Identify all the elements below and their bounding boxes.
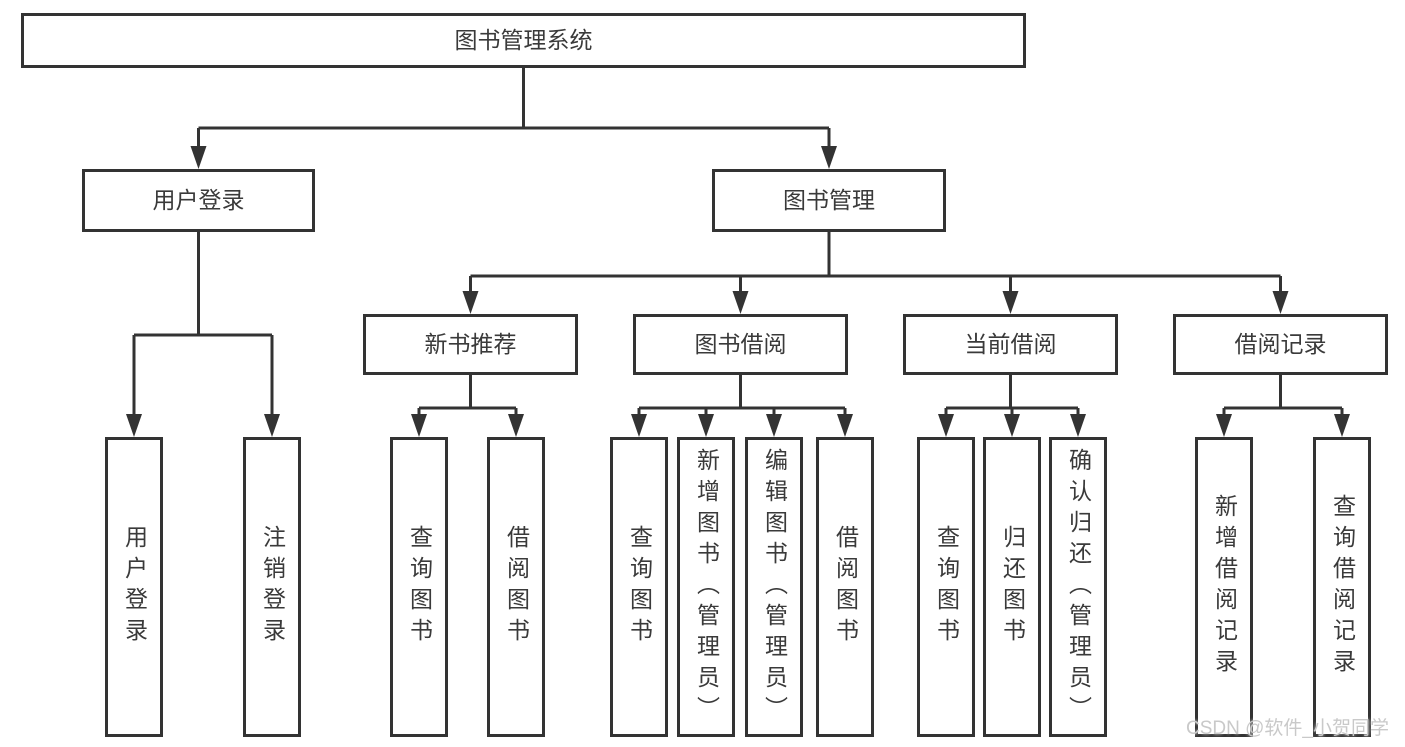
arrow-down-icon: [190, 146, 207, 169]
node-label: 图书借阅: [694, 331, 787, 357]
csdn-watermark: CSDN @软件_小贺同学: [1186, 718, 1389, 739]
node-label: 新增借阅记录: [1211, 494, 1238, 680]
arrow-down-icon: [1272, 291, 1289, 314]
connector-root-to-branches: [190, 68, 837, 169]
node-label: 用户登录: [121, 525, 148, 649]
connector-book-management-to-groups: [462, 232, 1289, 314]
leaf-query-books-borrowing: 查询图书: [610, 437, 668, 737]
node-label: 注销登录: [259, 525, 286, 649]
leaf-return-books: 归还图书: [983, 437, 1041, 737]
node-label: 图书管理: [783, 187, 875, 213]
arrow-down-icon: [698, 414, 714, 437]
leaf-logout: 注销登录: [243, 437, 301, 737]
arrow-down-icon: [411, 414, 427, 437]
node-book-borrowing: 图书借阅: [633, 314, 848, 375]
node-label: 查询图书: [933, 525, 960, 649]
node-label: 查询图书: [626, 525, 653, 649]
arrow-down-icon: [1216, 414, 1232, 437]
node-label: 用户登录: [152, 187, 245, 213]
connector-new-book-recommend-to-leaves: [411, 375, 524, 437]
arrow-down-icon: [264, 414, 280, 437]
node-label: 借阅图书: [503, 525, 530, 649]
arrow-down-icon: [938, 414, 954, 437]
arrow-down-icon: [1334, 414, 1350, 437]
node-label: 新增图书（管理员）: [693, 447, 720, 727]
node-label: 查询借阅记录: [1329, 494, 1356, 680]
node-label: 当前借阅: [964, 331, 1057, 357]
node-library-management-system: 图书管理系统: [21, 13, 1026, 68]
arrow-down-icon: [508, 414, 524, 437]
node-label: 归还图书: [999, 525, 1026, 649]
arrow-down-icon: [462, 291, 479, 314]
connector-user-login-to-leaves: [126, 232, 280, 437]
connector-book-borrowing-to-leaves: [631, 375, 853, 437]
arrow-down-icon: [1004, 414, 1020, 437]
leaf-user-login: 用户登录: [105, 437, 163, 737]
node-label: 编辑图书（管理员）: [761, 447, 788, 727]
leaf-query-books-current: 查询图书: [917, 437, 975, 737]
connector-borrowing-records-to-leaves: [1216, 375, 1350, 437]
arrow-down-icon: [1002, 291, 1019, 314]
node-label: 借阅图书: [832, 525, 859, 649]
leaf-edit-books-admin: 编辑图书（管理员）: [745, 437, 803, 737]
leaf-borrow-books: 借阅图书: [816, 437, 874, 737]
node-book-management: 图书管理: [712, 169, 946, 232]
node-label: 确认归还（管理员）: [1065, 447, 1092, 727]
node-user-login: 用户登录: [82, 169, 315, 232]
node-current-borrowing: 当前借阅: [903, 314, 1118, 375]
arrow-down-icon: [837, 414, 853, 437]
node-borrowing-records: 借阅记录: [1173, 314, 1388, 375]
leaf-query-borrow-record: 查询借阅记录: [1313, 437, 1371, 737]
node-new-book-recommend: 新书推荐: [363, 314, 578, 375]
connector-current-borrowing-to-leaves: [938, 375, 1086, 437]
leaf-add-books-admin: 新增图书（管理员）: [677, 437, 735, 737]
node-label: 新书推荐: [424, 331, 517, 357]
arrow-down-icon: [631, 414, 647, 437]
leaf-borrow-books-recommend: 借阅图书: [487, 437, 545, 737]
leaf-add-borrow-record: 新增借阅记录: [1195, 437, 1253, 737]
leaf-query-books-recommend: 查询图书: [390, 437, 448, 737]
arrow-down-icon: [1070, 414, 1086, 437]
node-label: 图书管理系统: [454, 27, 593, 53]
leaf-confirm-return-admin: 确认归还（管理员）: [1049, 437, 1107, 737]
arrow-down-icon: [821, 146, 837, 169]
arrow-down-icon: [126, 414, 142, 437]
node-label: 查询图书: [406, 525, 433, 649]
arrow-down-icon: [766, 414, 782, 437]
arrow-down-icon: [732, 291, 749, 314]
node-label: 借阅记录: [1234, 331, 1327, 357]
